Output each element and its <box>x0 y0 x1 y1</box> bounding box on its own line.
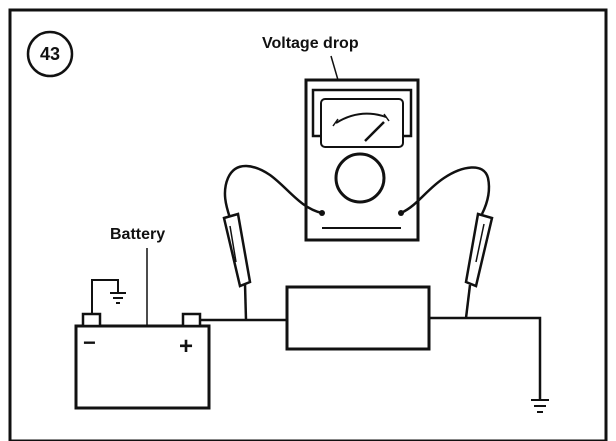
battery-label: Battery <box>110 226 166 243</box>
negative-terminal-label: − <box>83 330 96 355</box>
figure-border <box>8 8 608 441</box>
voltmeter-icon <box>304 78 420 242</box>
positive-terminal-label: + <box>179 333 194 360</box>
figure-title: Voltage drop <box>262 35 359 52</box>
title-leader-line <box>330 55 339 81</box>
right-test-lead <box>400 166 491 215</box>
battery-icon <box>74 312 211 410</box>
ground-symbol-icon <box>531 399 549 413</box>
load-component-icon <box>285 285 431 351</box>
figure-number-circle <box>26 30 74 78</box>
left-probe-icon <box>222 212 252 321</box>
battery-ground-wire <box>91 279 119 314</box>
wire-load-to-ground <box>429 316 542 400</box>
left-test-lead <box>223 164 323 219</box>
right-probe-icon <box>464 212 494 319</box>
ground-symbol-icon <box>110 292 126 304</box>
figure-number: 43 <box>39 43 61 64</box>
